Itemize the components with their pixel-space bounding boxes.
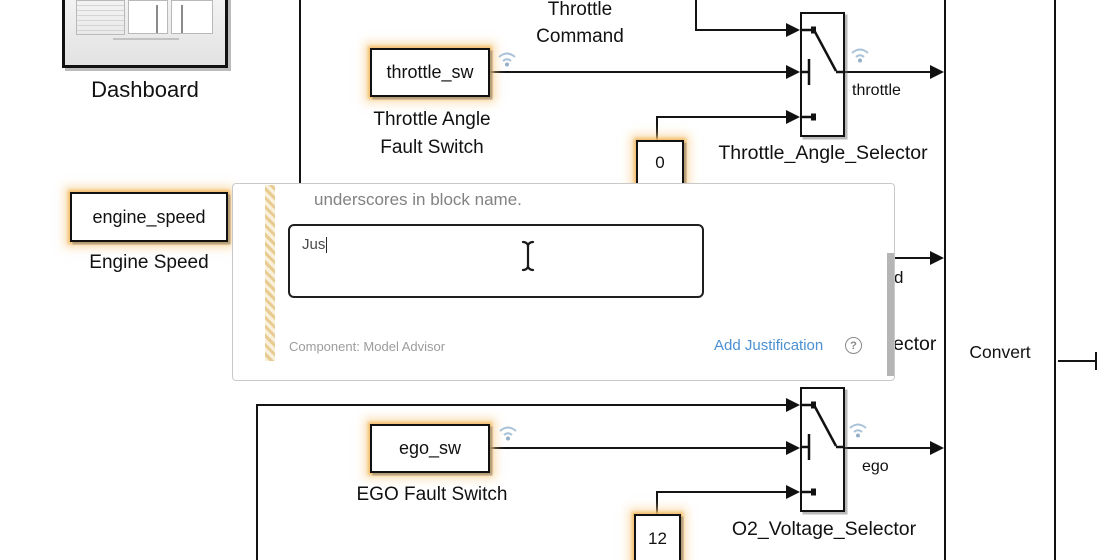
throttle-command-line2: Command (536, 26, 624, 47)
ego-sw-block[interactable]: ego_sw (370, 424, 490, 473)
throttle-fault-switch-caption: Throttle Angle Fault Switch (352, 106, 512, 162)
throttle-angle-selector-name: Throttle_Angle_Selector (718, 142, 928, 164)
wire-throttle-selector-out[interactable] (845, 71, 932, 73)
help-icon-glyph: ? (850, 339, 857, 352)
component-label: Component: Model Advisor (289, 339, 446, 354)
wire-ego-top-v[interactable] (256, 404, 258, 560)
wireless-badge-icon (497, 423, 519, 448)
wire-hidden-selector-out[interactable] (858, 257, 932, 259)
constant-twelve-block[interactable]: 12 (634, 514, 681, 560)
throttle-command-line1: Throttle (547, 0, 613, 20)
dashboard-preview (128, 0, 168, 34)
wire-left-boundary[interactable] (299, 0, 301, 184)
wire-convert-out-tick (1095, 352, 1097, 370)
throttle-sw-value: throttle_sw (386, 62, 474, 82)
engine-speed-block[interactable]: engine_speed (70, 192, 228, 242)
wire-ego-top-h[interactable] (256, 404, 788, 406)
wire-o2-selector-out[interactable] (845, 447, 932, 449)
advisor-message: underscores in block name. (314, 190, 522, 209)
arrowhead (786, 441, 800, 455)
arrowhead (786, 23, 800, 37)
justification-input[interactable]: Jus (288, 224, 704, 298)
wire-throttle-command-h[interactable] (695, 29, 790, 31)
engine-speed-value: engine_speed (92, 206, 206, 227)
arrowhead (786, 485, 800, 499)
wire-const12-h[interactable] (656, 491, 788, 493)
wire-throttle-sw-out[interactable] (490, 71, 788, 73)
wire-ego-sw-out[interactable] (490, 447, 788, 449)
arrowhead (786, 110, 800, 124)
justification-popup: underscores in block name. Jus Component… (232, 183, 895, 381)
ibeam-cursor-icon (518, 239, 538, 278)
dialog-scrollbar[interactable] (887, 253, 894, 376)
ego-fault-switch-caption: EGO Fault Switch (356, 484, 508, 505)
caption-line1: Throttle Angle (373, 109, 491, 130)
ego-sw-value: ego_sw (398, 438, 462, 458)
wire-throttle-command-v[interactable] (695, 0, 697, 31)
dashboard-preview (113, 38, 179, 40)
add-justification-link[interactable]: Add Justification (714, 337, 824, 354)
wire-const0-h[interactable] (656, 116, 788, 118)
arrowhead (930, 251, 944, 265)
wireless-badge-icon (849, 45, 871, 70)
throttle-sw-block[interactable]: throttle_sw (370, 48, 490, 97)
hidden-selector-name-fragment: ector (893, 333, 937, 355)
wireless-badge-icon (496, 49, 518, 74)
dashboard-block[interactable] (62, 0, 228, 68)
switch-glyph (802, 26, 843, 121)
arrowhead (930, 65, 944, 79)
dashboard-preview (76, 0, 125, 35)
wire-const0-v[interactable] (656, 116, 658, 142)
arrowhead (786, 398, 800, 412)
text-caret (326, 237, 328, 253)
engine-speed-caption: Engine Speed (89, 252, 209, 273)
ego-signal-label: ego (862, 458, 889, 475)
wireless-badge-icon (847, 420, 869, 445)
dashboard-label: Dashboard (91, 77, 199, 102)
throttle-command-label: Throttle Command (500, 0, 660, 50)
o2-voltage-selector-block[interactable] (800, 387, 845, 512)
constant-twelve-value: 12 (648, 529, 667, 548)
modified-hatch-stripe (265, 185, 275, 361)
help-icon[interactable]: ? (845, 337, 862, 354)
throttle-signal-label: throttle (852, 82, 901, 99)
o2-voltage-selector-name: O2_Voltage_Selector (731, 518, 917, 540)
justification-input-value: Jus (302, 236, 326, 253)
throttle-angle-selector-block[interactable] (800, 12, 845, 137)
wire-convert-out[interactable] (1058, 360, 1097, 362)
switch-glyph (802, 401, 843, 496)
dashboard-preview (171, 0, 213, 34)
constant-zero-value: 0 (655, 153, 665, 172)
arrowhead (930, 441, 944, 455)
constant-zero-block[interactable]: 0 (636, 140, 684, 186)
convert-label: Convert (969, 342, 1031, 362)
wire-const12-v[interactable] (656, 492, 658, 516)
convert-block[interactable]: Convert (944, 0, 1056, 560)
arrowhead (786, 65, 800, 79)
hidden-signal-label-fragment: d (894, 268, 904, 287)
caption-line2: Fault Switch (380, 137, 484, 158)
